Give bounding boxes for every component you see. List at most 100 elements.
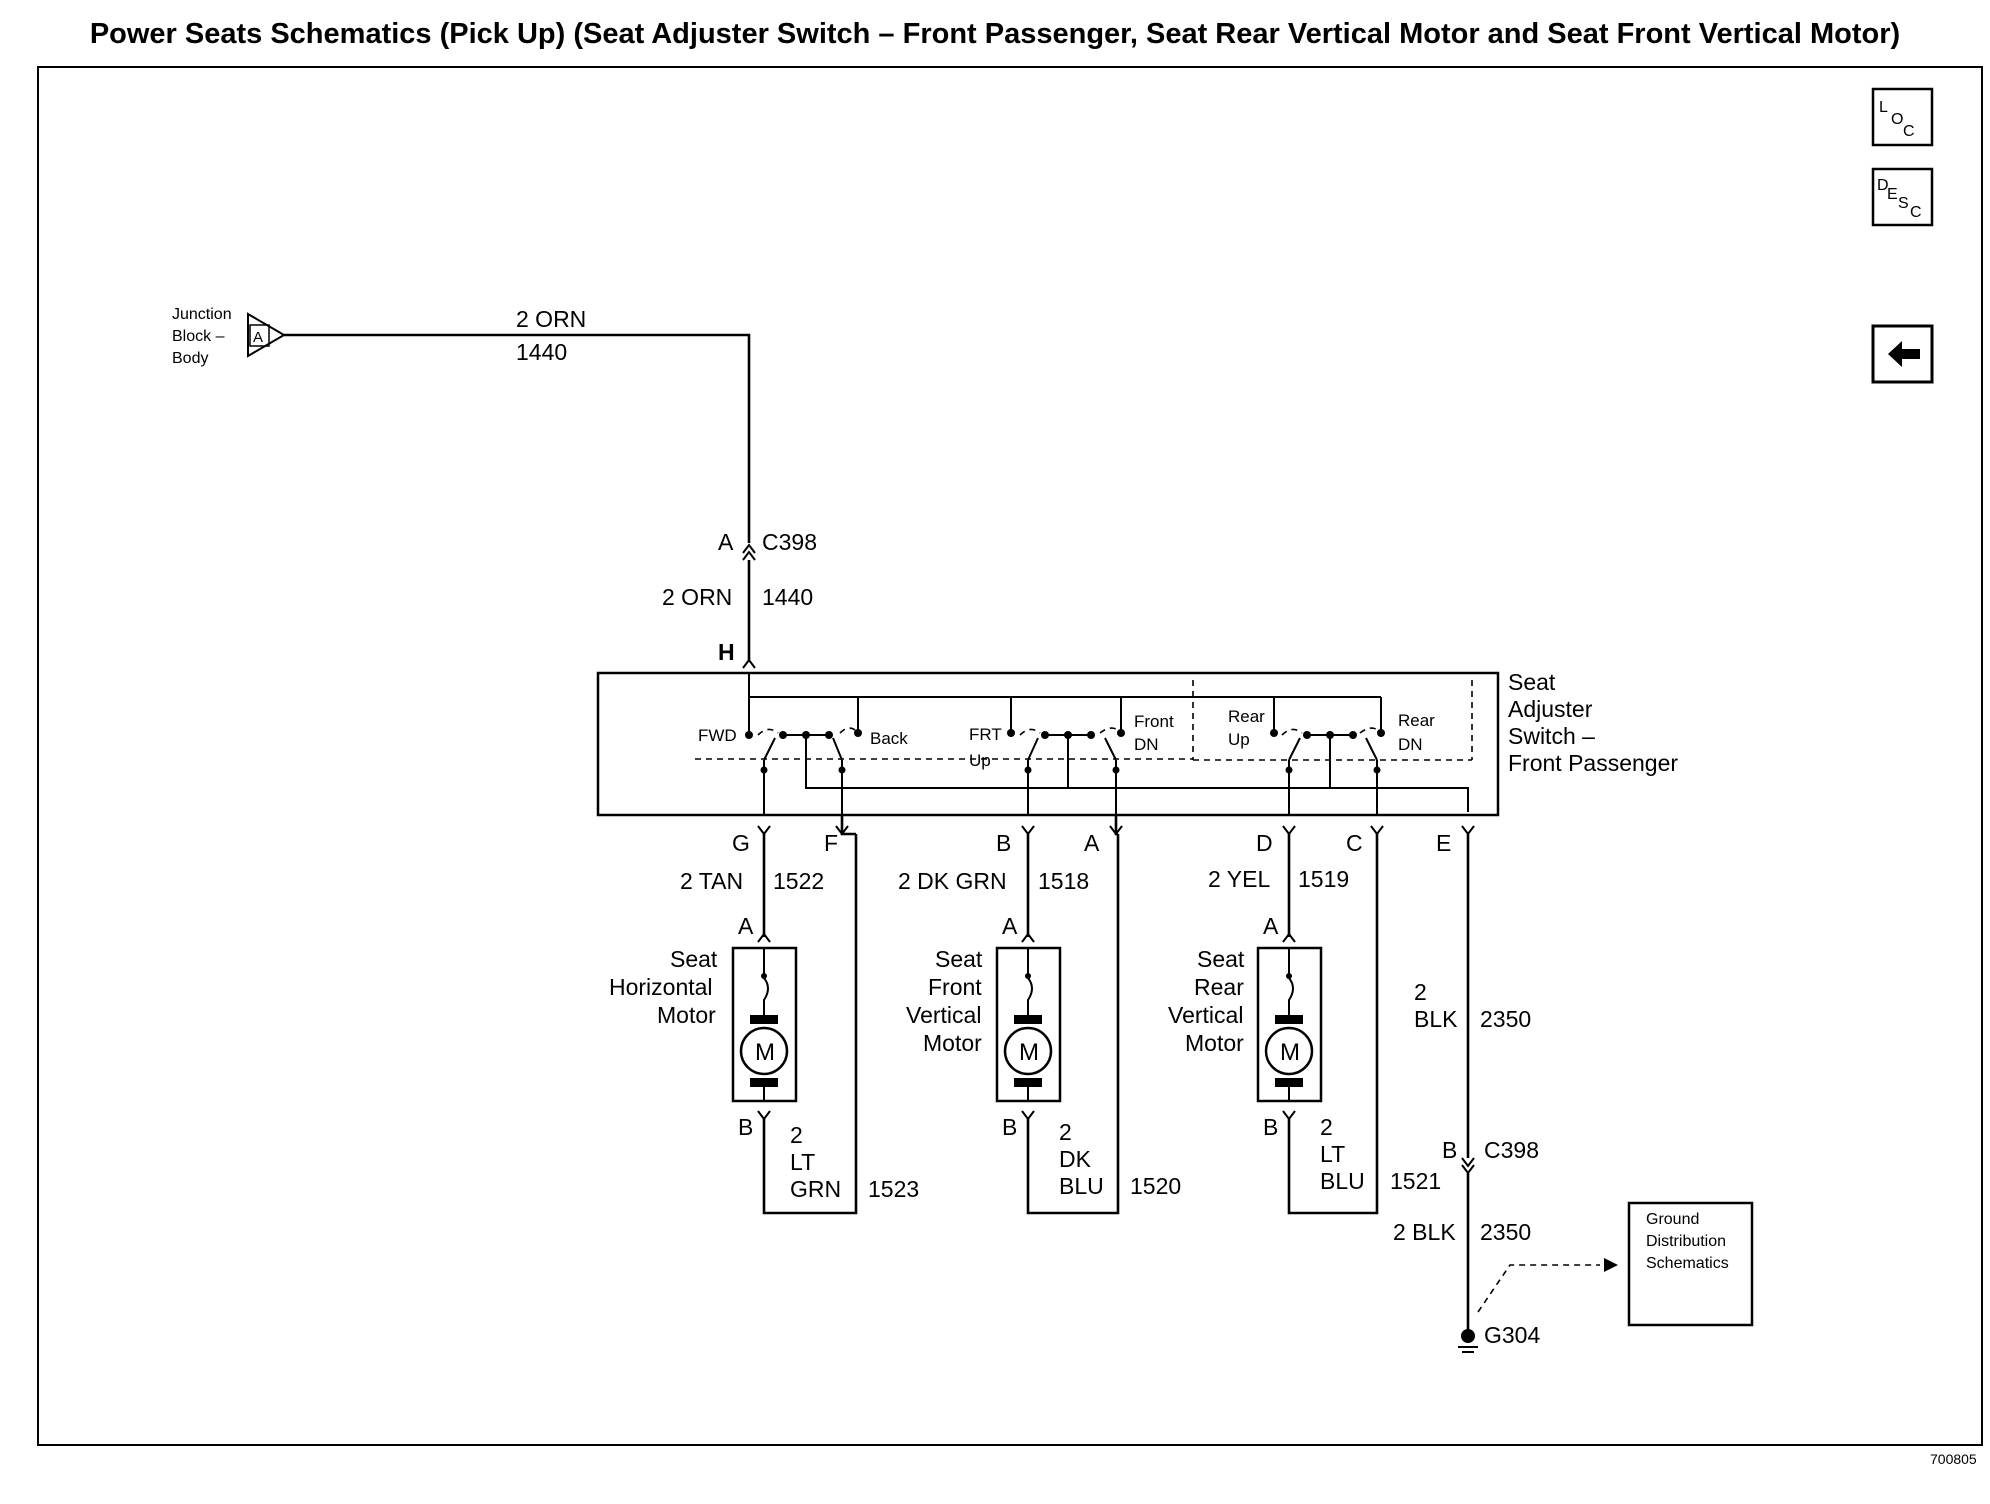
switch-rear-dn-label-1: Rear [1398, 711, 1435, 730]
wire-1440-top [284, 333, 751, 543]
svg-text:Switch –: Switch – [1508, 723, 1595, 749]
loc-letter-c: C [1903, 123, 1915, 140]
loc-button[interactable]: L O C [1871, 87, 1934, 147]
left-arrow-icon [1888, 341, 1920, 367]
wire-2350-lower-color-label: 2 BLK [1393, 1219, 1456, 1245]
wire-1519-color-label: 2 YEL [1208, 866, 1270, 892]
svg-text:Front Passenger: Front Passenger [1508, 750, 1678, 776]
front-vertical-motor-m-symbol: M [1019, 1039, 1039, 1066]
svg-text:Adjuster: Adjuster [1508, 696, 1593, 722]
switch-frt-up-label-2: Up [969, 751, 991, 770]
wire-1522-color-label: 2 TAN [680, 868, 743, 894]
horizontal-motor-pin-a-icon [757, 932, 771, 943]
switch-ground-bus-drops [1067, 735, 1331, 788]
wire-1522-circuit-label: 1522 [773, 868, 824, 894]
seat-horizontal-motor: M [731, 946, 798, 1103]
switch-pin-h-label: H [718, 639, 735, 665]
ground-distribution-schematics-link[interactable]: Ground Distribution Schematics [1627, 1201, 1754, 1327]
svg-text:Front: Front [928, 974, 982, 1000]
wire-1523-circuit-label: 1523 [868, 1176, 919, 1202]
switch-bus-drops [857, 697, 1382, 733]
ground-distribution-label-1: Ground [1646, 1211, 1699, 1228]
rear-vertical-motor-pin-b-label: B [1263, 1114, 1278, 1140]
switch-pin-g-label: G [732, 830, 750, 856]
wire-1521-label-1: 2 [1320, 1114, 1333, 1140]
wire-1521-label-3: BLU [1320, 1168, 1365, 1194]
junction-block-label: Junction Block – Body [172, 306, 232, 367]
switch-pin-h-connector-icon [742, 658, 756, 669]
desc-letter-d: D [1877, 177, 1889, 194]
front-vertical-motor-pin-a-icon [1021, 932, 1035, 943]
seat-horizontal-motor-label: Seat Horizontal Motor [609, 946, 718, 1028]
wire-1440-circuit-label: 1440 [516, 339, 567, 365]
svg-text:Seat: Seat [1197, 946, 1245, 972]
switch-pin-f-label: F [824, 830, 838, 856]
switch-pin-d-label: D [1256, 830, 1273, 856]
desc-letter-s: S [1898, 195, 1909, 212]
svg-text:Junction: Junction [172, 306, 232, 323]
wire-1521-label-2: LT [1320, 1141, 1345, 1167]
seat-adjuster-switch-box [596, 671, 1500, 817]
wire-1521 [1287, 834, 1379, 1215]
rear-vertical-motor-pin-b-icon [1282, 1110, 1296, 1121]
switch-mechanical-link [695, 758, 1472, 761]
c398-pin-b-label: B [1442, 1137, 1457, 1163]
svg-text:Motor: Motor [1185, 1030, 1244, 1056]
horizontal-motor-m-symbol: M [755, 1039, 775, 1066]
svg-text:Vertical: Vertical [906, 1002, 981, 1028]
front-vertical-motor-pin-a-label: A [1002, 913, 1018, 939]
wire-1520-label-3: BLU [1059, 1173, 1104, 1199]
wire-2350-upper-label-2: BLK [1414, 1006, 1458, 1032]
wire-1523-tie [840, 815, 856, 836]
svg-text:Seat: Seat [1508, 669, 1556, 695]
loc-letter-l: L [1879, 99, 1888, 116]
switch-frt-up-label-1: FRT [969, 725, 1002, 744]
horizontal-motor-pin-b-label: B [738, 1114, 753, 1140]
rear-vertical-motor-m-symbol: M [1280, 1039, 1300, 1066]
seat-rear-vertical-motor: M [1256, 946, 1323, 1103]
ground-distribution-arrow-icon [1604, 1258, 1618, 1272]
horizontal-motor-pin-b-icon [757, 1110, 771, 1121]
svg-text:Seat: Seat [670, 946, 718, 972]
switch-rear-dn-label-2: DN [1398, 735, 1423, 754]
wire-2350-upper-circuit-label: 2350 [1480, 1006, 1531, 1032]
switch-pin-c-label: C [1346, 830, 1363, 856]
desc-letter-c: C [1910, 204, 1922, 221]
back-button[interactable] [1871, 324, 1934, 384]
page-title: Power Seats Schematics (Pick Up) (Seat A… [89, 18, 1901, 50]
desc-button[interactable]: D E S C [1871, 167, 1934, 227]
wire-1440-lower-color-label: 2 ORN [662, 584, 732, 610]
switch-ground-bus [805, 735, 1469, 812]
wire-1521-circuit-label: 1521 [1390, 1168, 1441, 1194]
diagram-frame [37, 66, 1983, 1446]
c398-label-top: C398 [762, 529, 817, 555]
svg-text:Vertical: Vertical [1168, 1002, 1243, 1028]
ground-distribution-label-2: Distribution [1646, 1233, 1726, 1250]
desc-letter-e: E [1887, 186, 1898, 203]
ground-g304-label: G304 [1484, 1322, 1540, 1348]
wire-1518-color-label: 2 DK GRN [898, 868, 1007, 894]
c398-pin-b-connector-icon [1461, 1157, 1475, 1175]
seat-front-vertical-motor-label: Seat Front Vertical Motor [906, 946, 983, 1056]
front-vertical-motor-pin-b-label: B [1002, 1114, 1017, 1140]
switch-pin-a-label: A [1084, 830, 1100, 856]
wire-1519-circuit-label: 1519 [1298, 866, 1349, 892]
seat-front-vertical-motor: M [995, 946, 1062, 1103]
wire-1523-label-3: GRN [790, 1176, 841, 1202]
svg-text:Body: Body [172, 350, 208, 367]
svg-text:Motor: Motor [657, 1002, 716, 1028]
ground-distribution-dashed-link [1477, 1264, 1600, 1313]
switch-fwd-label: FWD [698, 726, 737, 745]
wire-1523-label-1: 2 [790, 1122, 803, 1148]
c398-label-bottom: C398 [1484, 1137, 1539, 1163]
rear-vertical-motor-pin-a-label: A [1263, 913, 1279, 939]
wire-1520-label-1: 2 [1059, 1119, 1072, 1145]
figure-number: 700805 [1930, 1451, 1977, 1467]
seat-rear-vertical-motor-label: Seat Rear Vertical Motor [1168, 946, 1245, 1056]
junction-pin-label: A [253, 329, 263, 346]
loc-letter-o: O [1891, 111, 1903, 128]
ground-distribution-label-3: Schematics [1646, 1255, 1729, 1272]
switch-back-label: Back [870, 729, 908, 748]
c398-pin-a-label: A [718, 529, 734, 555]
